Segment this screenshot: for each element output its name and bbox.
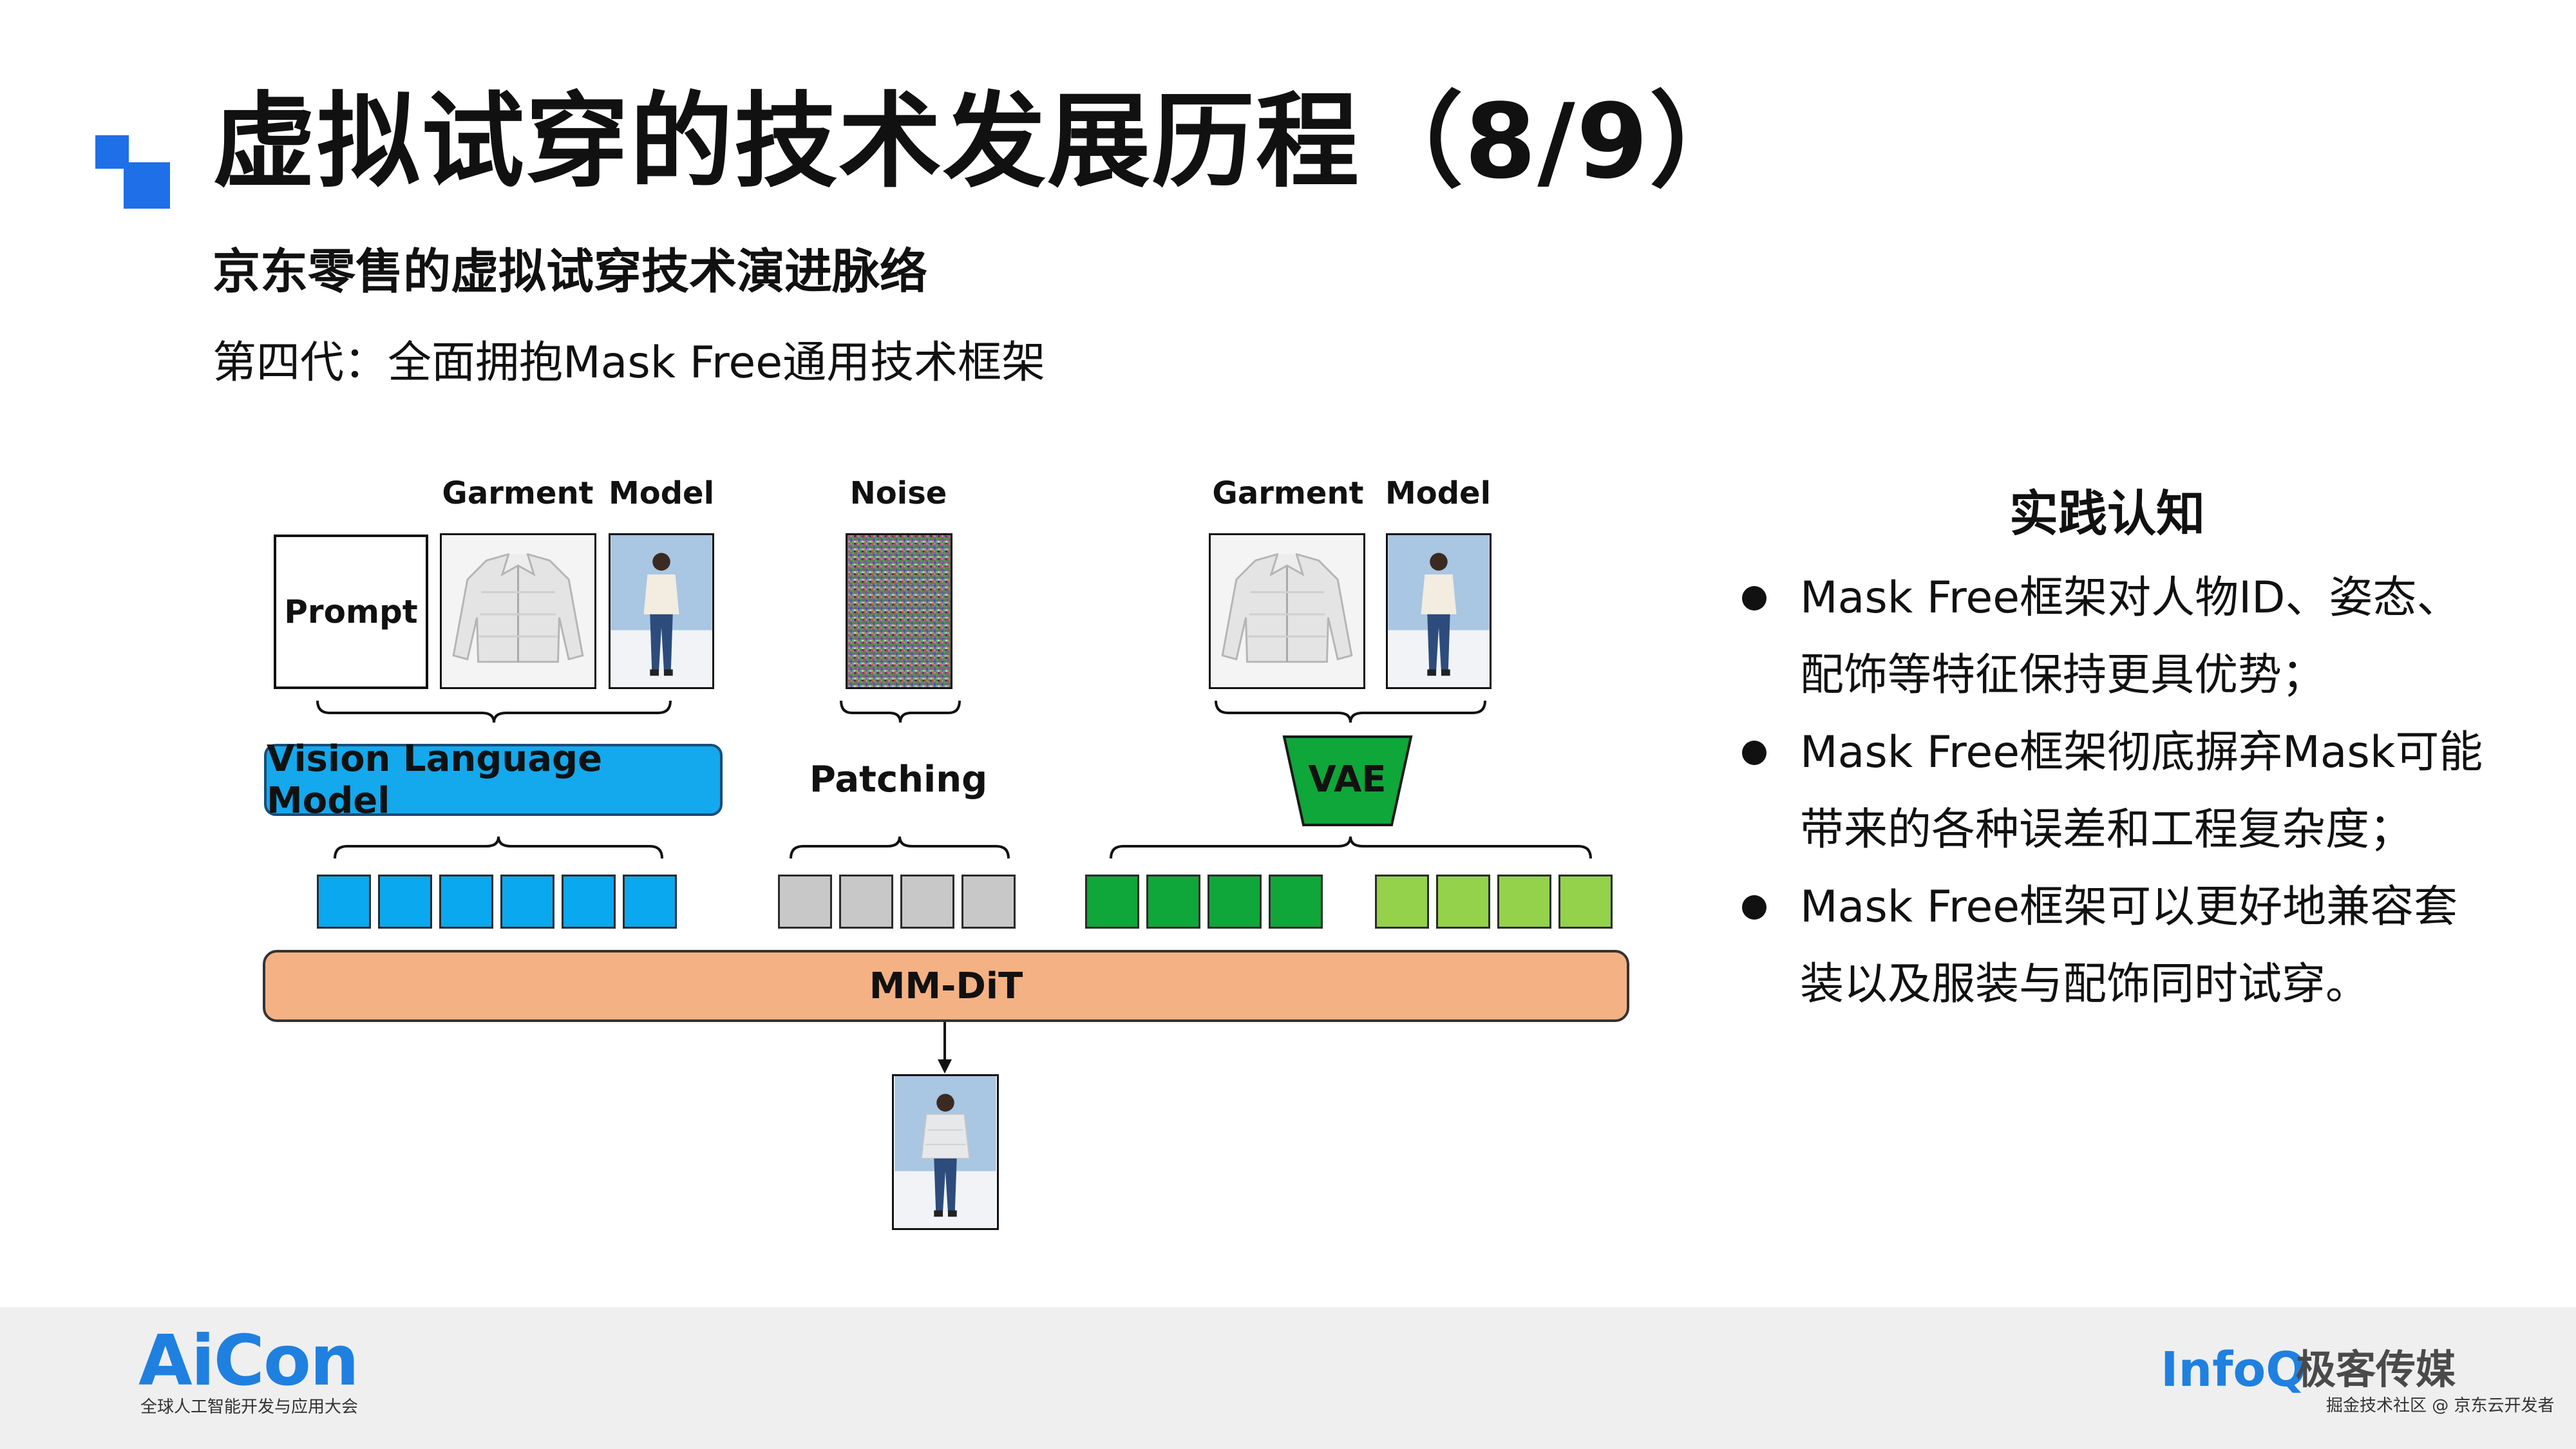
token-vae-model	[1558, 875, 1613, 929]
model-image-1	[609, 533, 714, 689]
jacket-icon	[1221, 553, 1353, 663]
label-garment-1: Garment	[442, 475, 594, 511]
model-person-icon	[895, 1076, 996, 1228]
vae-trapezoid	[1282, 735, 1413, 826]
token-vae-model	[1497, 875, 1551, 929]
page-title: 虚拟试穿的技术发展历程（8/9）	[213, 81, 1754, 202]
bullet-2-line-1: Mask Free框架彻底摒弃Mask可能	[1800, 727, 2483, 778]
label-model-2: Model	[1385, 475, 1492, 511]
output-image	[892, 1074, 999, 1230]
token-vae-garment	[1269, 875, 1323, 929]
brace-inputs-1	[316, 700, 672, 723]
brace-tokens-patch	[790, 836, 1010, 859]
token-vae-garment	[1085, 875, 1139, 929]
page-subtitle: 京东零售的虚拟试穿技术演进脉络	[213, 244, 927, 299]
output-arrow	[938, 1022, 952, 1074]
model-person-icon	[1388, 535, 1490, 687]
accent-square-small	[95, 135, 129, 169]
brace-inputs-2	[1215, 700, 1486, 723]
bullet-3-line-1: Mask Free框架可以更好地兼容套	[1800, 882, 2458, 933]
token-patch	[778, 875, 832, 929]
token-vae-garment	[1208, 875, 1262, 929]
token-vae-model	[1375, 875, 1429, 929]
aicon-subtitle: 全球人工智能开发与应用大会	[140, 1397, 359, 1417]
prompt-label: Prompt	[284, 593, 418, 630]
garment-image-2	[1209, 533, 1365, 689]
token-vlm	[378, 875, 432, 929]
juejin-credit: 掘金技术社区 @ 京东云开发者	[2326, 1396, 2555, 1416]
token-patch	[900, 875, 954, 929]
mm-dit-box: MM-DiT	[263, 950, 1629, 1022]
page-description: 第四代：全面拥抱Mask Free通用技术框架	[213, 337, 1046, 388]
patching-label: Patching	[809, 759, 988, 800]
label-garment-2: Garment	[1212, 475, 1364, 511]
token-patch	[961, 875, 1016, 929]
bullet-1-line-1: Mask Free框架对人物ID、姿态、	[1800, 573, 2461, 623]
label-model-1: Model	[608, 475, 715, 511]
aicon-logo: AiCon	[138, 1321, 359, 1401]
accent-square-large	[124, 162, 170, 209]
token-vlm	[500, 875, 554, 929]
token-vlm	[623, 875, 677, 929]
vision-language-model-box: Vision Language Model	[264, 738, 723, 822]
noise-pattern-icon	[848, 535, 950, 687]
brace-tokens-vae	[1110, 836, 1592, 859]
geek-media-logo: 极客传媒	[2296, 1346, 2456, 1393]
token-vlm	[439, 875, 493, 929]
token-vlm	[317, 875, 371, 929]
label-noise: Noise	[849, 475, 947, 511]
footer-bar	[0, 1307, 2576, 1449]
token-patch	[839, 875, 893, 929]
model-image-2	[1386, 533, 1492, 689]
prompt-box: Prompt	[274, 535, 428, 689]
brace-tokens-vlm	[334, 836, 663, 859]
bullet-3-line-2: 装以及服装与配饰同时试穿。	[1800, 959, 2370, 1010]
vae-label: VAE	[1308, 759, 1387, 800]
brace-noise	[840, 700, 961, 723]
bullet-dot	[1742, 586, 1766, 611]
jacket-icon	[452, 553, 584, 663]
garment-image-1	[440, 533, 596, 689]
insights-title: 实践认知	[2009, 485, 2205, 542]
bullet-dot	[1742, 741, 1766, 765]
bullet-2-line-2: 带来的各种误差和工程复杂度；	[1800, 804, 2414, 855]
token-vae-garment	[1146, 875, 1200, 929]
token-vlm	[562, 875, 616, 929]
noise-image	[846, 533, 952, 689]
token-vae-model	[1436, 875, 1490, 929]
bullet-dot	[1742, 895, 1766, 920]
bullet-1-line-2: 配饰等特征保持更具优势；	[1800, 650, 2326, 701]
model-person-icon	[611, 535, 712, 687]
infoq-logo: InfoQ	[2161, 1342, 2307, 1397]
